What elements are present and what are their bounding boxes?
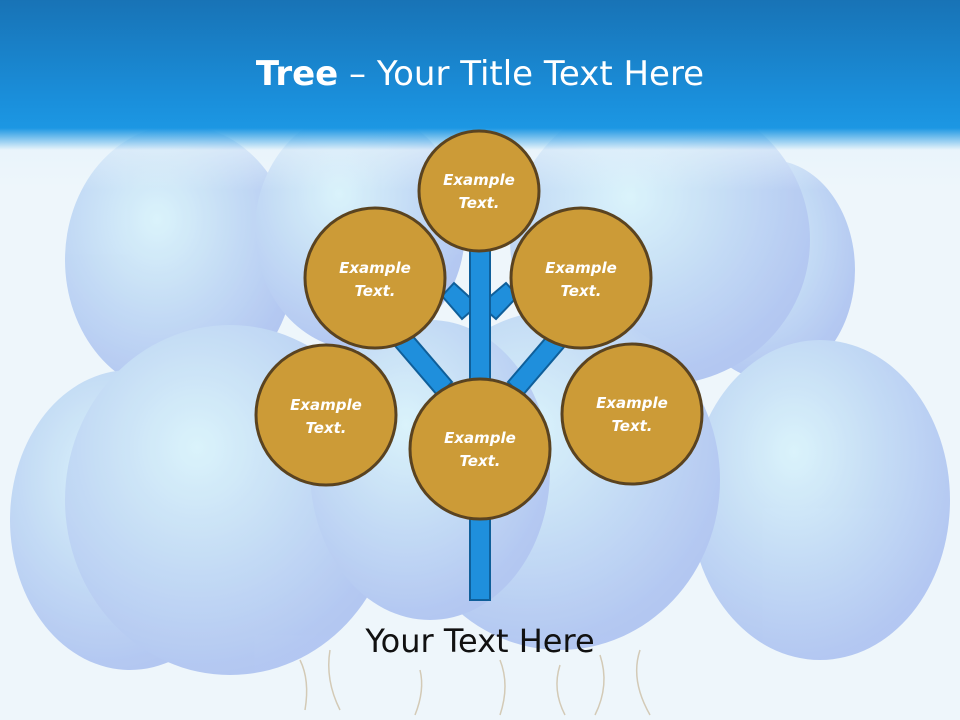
node-lower-left-line1: Example [290,396,362,414]
title-rest: – Your Title Text Here [338,54,705,94]
node-upper-left: Example Text. [303,206,447,350]
node-upper-left-line2: Text. [354,282,395,300]
node-lower-left: Example Text. [254,343,398,487]
node-top: Example Text. [417,129,541,253]
node-upper-right-line1: Example [545,259,617,277]
node-lower-left-line2: Text. [305,419,346,437]
node-lower-right: Example Text. [560,342,704,486]
node-lower-right-line1: Example [596,394,668,412]
node-top-line1: Example [443,171,515,189]
node-upper-right: Example Text. [509,206,653,350]
node-center: Example Text. [408,377,552,521]
bottom-text: Your Text Here [365,622,595,660]
node-center-line2: Text. [459,452,500,470]
node-upper-right-line2: Text. [560,282,601,300]
node-top-line2: Text. [458,194,499,212]
tree-trunk-upper [469,249,491,391]
tree-trunk-lower [469,509,491,601]
node-center-line1: Example [444,429,516,447]
title-bold: Tree [255,54,339,94]
node-lower-right-line2: Text. [611,417,652,435]
slide-title: Tree – Your Title Text Here [0,52,960,96]
node-upper-left-line1: Example [339,259,411,277]
